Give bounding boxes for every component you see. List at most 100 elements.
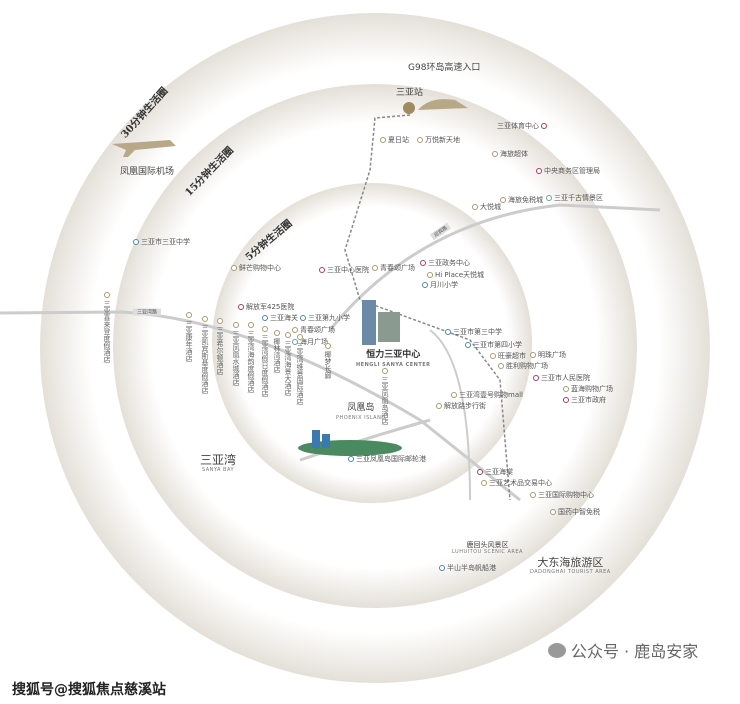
poi-item: 三亚千古情景区 xyxy=(546,193,603,203)
island-name: 凤凰岛 xyxy=(347,403,375,413)
hotel-label: 椰梦长廊 xyxy=(324,351,332,379)
poi-item: 三亚凤凰岛国际邮轮港 xyxy=(348,454,426,464)
railway xyxy=(344,114,511,501)
poi-marker-icon xyxy=(465,342,471,348)
hotel-item: 三亚湾维景国际酒店 xyxy=(295,334,305,405)
hotel-item: 三亚喜来登度假酒店 xyxy=(102,292,112,363)
dadonghai-name: 大东海旅游区 xyxy=(537,556,604,569)
poi-item: 旺豪超市 xyxy=(490,351,526,361)
poi-marker-icon xyxy=(292,327,298,333)
sohu-watermark: 搜狐号@搜狐焦点慈溪站 xyxy=(12,682,166,698)
poi-item: 半山半岛帆船港 xyxy=(439,563,496,573)
poi-marker-icon xyxy=(422,282,428,288)
poi-item: 三亚第九小学 xyxy=(300,313,350,323)
poi-marker-icon xyxy=(348,456,354,462)
phoenix-island-icon xyxy=(298,430,402,456)
poi-marker-icon xyxy=(563,386,569,392)
poi-marker-icon xyxy=(238,304,244,310)
poi-item: 三亚市人民医院 xyxy=(533,373,590,383)
poi-marker-icon xyxy=(439,565,445,571)
luhuitou-name: 鹿回头风景区 xyxy=(466,541,509,549)
poi-label: 三亚中心医院 xyxy=(327,266,369,274)
wechat-icon xyxy=(548,642,566,658)
poi-item: 三亚市三亚中学 xyxy=(133,237,190,247)
hotel-item: 椰林湾酒店 xyxy=(272,330,282,373)
poi-item: Hi Place天悦城 xyxy=(427,270,484,280)
poi-item: 中央商务区管理局 xyxy=(536,166,600,176)
highway-label: G98环岛高速入口 xyxy=(408,63,481,73)
poi-item: 三亚中心医院 xyxy=(319,265,369,275)
poi-marker-icon xyxy=(550,509,556,515)
hotel-item: 三亚湾假日度假酒店 xyxy=(260,326,270,397)
dadonghai-en: DADONGHAI TOURIST AREA xyxy=(530,569,611,575)
poi-item: 三亚艺术品交易中心 xyxy=(481,478,552,488)
hotel-label: 三亚湾维景国际酒店 xyxy=(296,342,304,405)
poi-marker-icon xyxy=(417,137,423,143)
poi-label: 三亚市第四小学 xyxy=(473,341,522,349)
road-south xyxy=(299,418,431,462)
wechat-account: 公众号 · 鹿岛安家 xyxy=(571,642,699,661)
poi-marker-icon xyxy=(186,312,192,318)
poi-label: 三亚第九小学 xyxy=(308,314,350,322)
poi-label: 旺豪超市 xyxy=(498,352,526,360)
poi-label: 中央商务区管理局 xyxy=(544,167,600,175)
poi-item: 三亚市第三中学 xyxy=(445,327,502,337)
poi-item: 三亚政务中心 xyxy=(420,258,470,268)
hotel-item: 三亚希尔顿酒店 xyxy=(215,318,225,375)
poi-label: 海旅超体 xyxy=(500,150,528,158)
hotel-label: 三亚凤凰岛酒店 xyxy=(381,376,389,425)
poi-marker-icon xyxy=(546,195,552,201)
poi-label: 夏日站 xyxy=(388,136,409,144)
poi-item: 三亚国际购物中心 xyxy=(530,490,594,500)
poi-label: 大悦城 xyxy=(480,203,501,211)
road-yingbin xyxy=(328,203,661,331)
poi-marker-icon xyxy=(427,272,433,278)
poi-item: 解放军425医院 xyxy=(238,302,294,312)
airplane-icon xyxy=(112,140,176,157)
poi-marker-icon xyxy=(319,267,325,273)
hotel-label: 三亚湾海景大酒店 xyxy=(284,340,292,396)
poi-marker-icon xyxy=(372,265,378,271)
poi-marker-icon xyxy=(481,480,487,486)
poi-item: 三亚海关 xyxy=(262,313,298,323)
poi-marker-icon xyxy=(292,339,298,345)
poi-label: 半山半岛帆船港 xyxy=(447,564,496,572)
poi-item: 海旅超体 xyxy=(492,149,528,159)
poi-label: 三亚海关 xyxy=(270,314,298,322)
poi-item: 胜利购物广场 xyxy=(498,361,548,371)
hotel-label: 三亚希尔顿酒店 xyxy=(216,326,224,375)
poi-label: 三亚政务中心 xyxy=(428,259,470,267)
poi-marker-icon xyxy=(285,332,291,338)
poi-marker-icon xyxy=(262,315,268,321)
poi-label: 胜利购物广场 xyxy=(506,362,548,370)
poi-marker-icon xyxy=(202,316,208,322)
poi-item: 明珠广场 xyxy=(530,350,566,360)
poi-marker-icon xyxy=(490,353,496,359)
island-en: PHOENIX ISLAND xyxy=(336,415,386,421)
hotel-label: 三亚康年酒店 xyxy=(185,320,193,362)
poi-item: 解放路步行街 xyxy=(436,401,486,411)
island-label: 凤凰岛 PHOENIX ISLAND xyxy=(336,402,386,421)
poi-marker-icon xyxy=(472,204,478,210)
poi-marker-icon xyxy=(500,197,506,203)
poi-marker-icon xyxy=(445,329,451,335)
poi-item: 国药中智免税 xyxy=(550,507,600,517)
hotel-item: 三亚康年酒店 xyxy=(184,312,194,362)
poi-label: 三亚海棠 xyxy=(485,468,513,476)
hotel-item: 三亚凤凰水城酒店 xyxy=(231,322,241,386)
poi-marker-icon xyxy=(325,343,331,349)
hotel-item: 三亚湾海韵度假酒店 xyxy=(246,322,256,393)
poi-item: 三亚市第四小学 xyxy=(465,340,522,350)
poi-marker-icon xyxy=(530,492,536,498)
poi-label: 三亚凤凰岛国际邮轮港 xyxy=(356,455,426,463)
poi-marker-icon xyxy=(498,363,504,369)
poi-marker-icon xyxy=(233,322,239,328)
project-en: HENGLI SANYA CENTER xyxy=(356,362,431,368)
hotel-item: 三亚凯宾斯基度假酒店 xyxy=(200,316,210,394)
hotel-label: 椰林湾酒店 xyxy=(273,338,281,373)
poi-label: 三亚市人民医院 xyxy=(541,374,590,382)
poi-label: Hi Place天悦城 xyxy=(435,271,485,279)
poi-label: 海旅免税城 xyxy=(508,196,543,204)
